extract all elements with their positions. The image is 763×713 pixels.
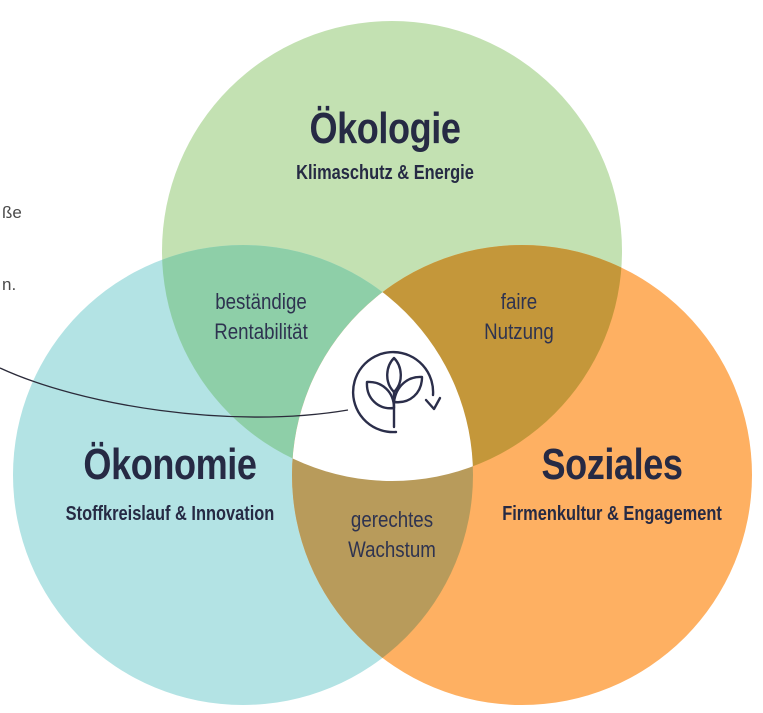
overlap-label-oekologie-soziales: faire Nutzung (484, 287, 554, 347)
connector-line (0, 367, 349, 418)
overlap-line1: beständige (215, 289, 307, 314)
clipped-text-2: n. (2, 275, 17, 294)
overlap-line2: Rentabilität (214, 319, 308, 344)
oekologie-subtitle: Klimaschutz & Energie (296, 162, 474, 184)
overlap-label-oekologie-oekonomie: beständige Rentabilität (214, 287, 308, 347)
overlap-line2: Nutzung (484, 319, 554, 344)
overlap-line1: faire (500, 289, 538, 314)
clipped-text-1: ße (2, 203, 22, 222)
soziales-subtitle: Firmenkultur & Engagement (502, 503, 722, 525)
overlap-line1: gerechtes (350, 507, 434, 532)
oekologie-title: Ökologie (309, 104, 461, 153)
oekonomie-subtitle: Stoffkreislauf & Innovation (65, 503, 275, 525)
soziales-title: Soziales (541, 440, 683, 489)
overlap-line2: Wachstum (348, 537, 436, 562)
overlap-label-oekonomie-soziales: gerechtes Wachstum (348, 505, 436, 565)
center-overlap (292, 245, 473, 481)
leaf-cycle-icon (351, 350, 442, 434)
oekonomie-title: Ökonomie (83, 440, 257, 489)
